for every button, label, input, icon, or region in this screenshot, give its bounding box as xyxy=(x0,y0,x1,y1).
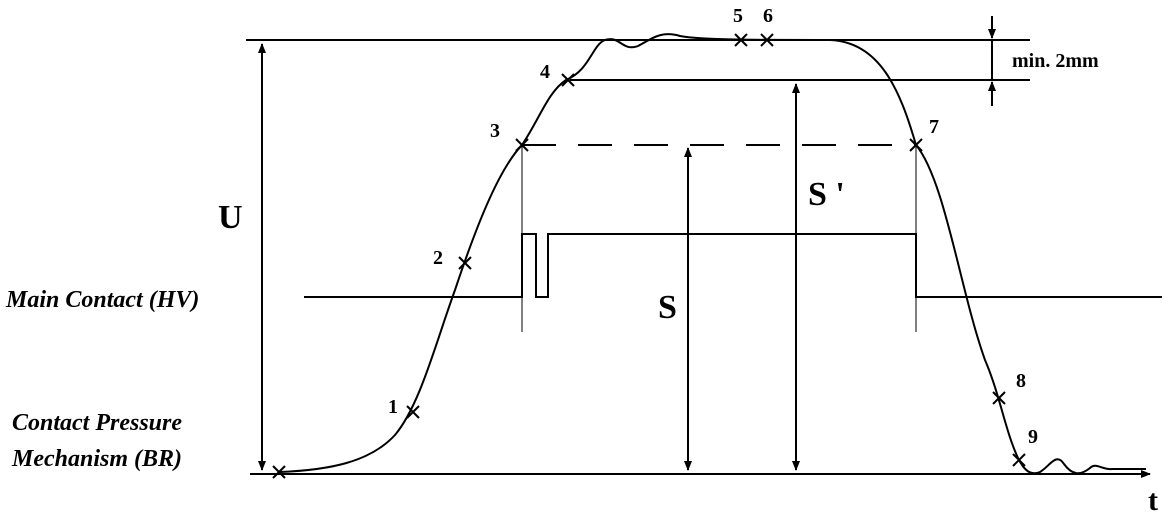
point-marker-1 xyxy=(406,405,420,419)
time-axis-label: t xyxy=(1148,484,1158,517)
point-label-9: 9 xyxy=(1028,426,1038,448)
contact-pressure-label-line2: Mechanism (BR) xyxy=(11,446,182,472)
point-label-4: 4 xyxy=(540,61,550,83)
s-prime-label: S ' xyxy=(808,176,845,213)
point-marker-3 xyxy=(515,138,529,152)
point-marker-4 xyxy=(561,73,575,87)
point-marker-6 xyxy=(760,33,774,47)
point-label-6: 6 xyxy=(763,5,773,27)
s-label: S xyxy=(658,289,677,326)
point-marker-5 xyxy=(734,33,748,47)
point-marker-9 xyxy=(1012,453,1026,467)
u-label: U xyxy=(218,199,243,236)
point-label-1: 1 xyxy=(388,396,398,418)
travel-curve xyxy=(279,33,1146,475)
point-marker-8 xyxy=(992,391,1006,405)
main-contact-label: Main Contact (HV) xyxy=(5,287,199,313)
point-label-5: 5 xyxy=(733,5,743,27)
contact-pressure-label-line1: Contact Pressure xyxy=(12,410,182,436)
point-label-8: 8 xyxy=(1016,370,1026,392)
point-label-3: 3 xyxy=(490,120,500,142)
min-gap-label: min. 2mm xyxy=(1012,50,1099,72)
point-markers xyxy=(272,33,1026,479)
point-marker-2 xyxy=(458,256,472,270)
start-marker xyxy=(272,465,286,479)
point-marker-7 xyxy=(909,138,923,152)
point-label-2: 2 xyxy=(433,247,443,269)
point-label-7: 7 xyxy=(929,116,939,138)
